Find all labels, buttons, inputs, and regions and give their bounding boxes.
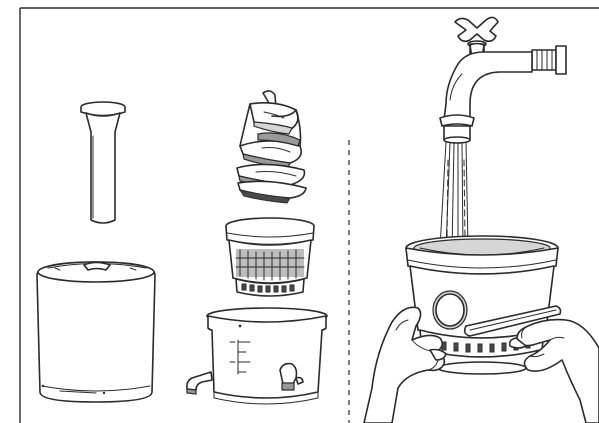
bowl-lid xyxy=(37,262,155,402)
pusher-cap xyxy=(81,102,125,223)
auger xyxy=(237,91,306,203)
faucet xyxy=(440,17,566,143)
right-hand xyxy=(510,320,599,423)
strainer-basket xyxy=(226,218,314,296)
water-stream xyxy=(440,142,468,250)
juicing-bowl xyxy=(187,308,327,404)
strainer-mesh xyxy=(236,249,304,280)
